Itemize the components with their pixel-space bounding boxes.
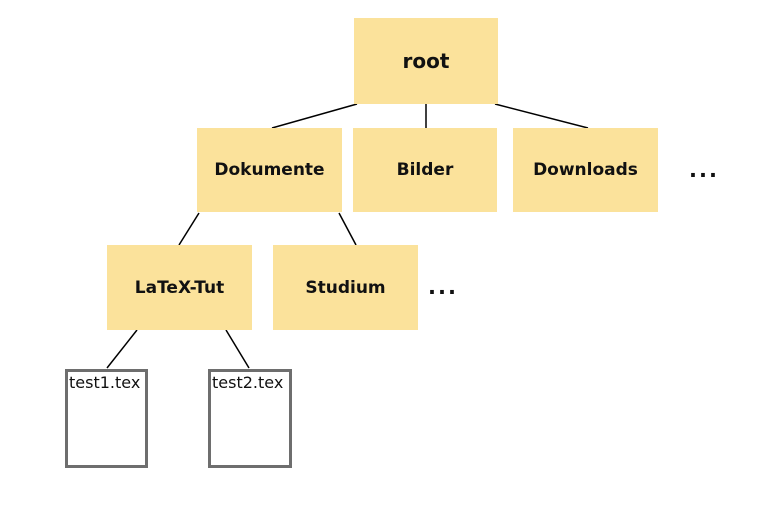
edge-latex-tut-test1	[106, 329, 138, 369]
node-root: root	[354, 18, 498, 104]
node-studium-label: Studium	[305, 277, 386, 298]
node-bilder-label: Bilder	[396, 160, 454, 180]
node-bilder: Bilder	[353, 128, 497, 212]
node-root-label: root	[402, 49, 450, 73]
edge-root-downloads	[494, 103, 589, 129]
edge-dokumente-studium	[338, 212, 357, 246]
node-downloads-label: Downloads	[533, 160, 638, 180]
more-siblings-level1: ...	[689, 158, 719, 183]
node-test2-label: test2.tex	[212, 373, 284, 392]
more-siblings-level2: ...	[428, 275, 458, 300]
edge-latex-tut-test2	[225, 329, 250, 369]
node-downloads: Downloads	[513, 128, 658, 212]
node-latex-tut-label: LaTeX-Tut	[134, 277, 225, 298]
node-studium: Studium	[273, 245, 418, 330]
node-test1-file: test1.tex	[65, 369, 148, 468]
edge-dokumente-latex-tut	[178, 212, 200, 246]
node-test2-file: test2.tex	[208, 369, 292, 468]
node-latex-tut: LaTeX-Tut	[107, 245, 252, 330]
node-dokumente-label: Dokumente	[214, 160, 325, 180]
edge-root-dokumente	[271, 103, 358, 129]
node-test1-label: test1.tex	[69, 373, 141, 392]
node-dokumente: Dokumente	[197, 128, 342, 212]
